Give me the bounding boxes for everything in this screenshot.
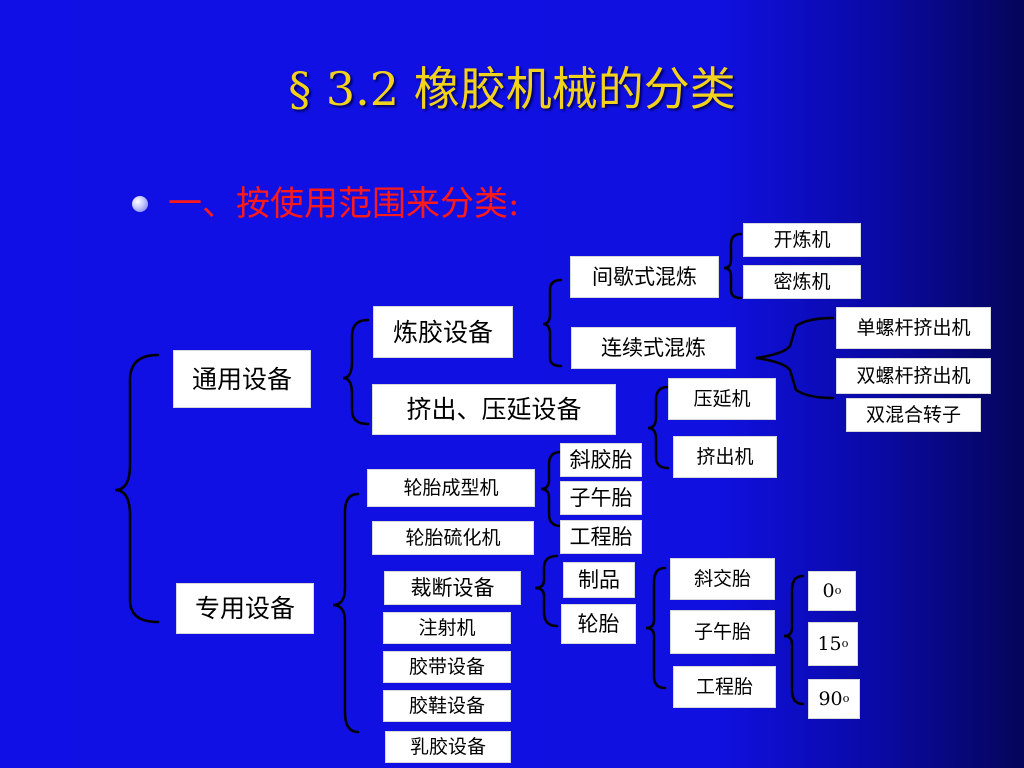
general-equipment-node: 通用设备 bbox=[173, 350, 311, 408]
continuous-mixing-node: 连续式混炼 bbox=[571, 327, 736, 369]
belt-equipment-node: 胶带设备 bbox=[383, 651, 511, 683]
otr-tire-node: 工程胎 bbox=[560, 520, 642, 554]
radial-tire-node: 子午胎 bbox=[560, 481, 642, 515]
internal-mixer-node: 密炼机 bbox=[743, 265, 861, 299]
cutting-brace bbox=[534, 554, 559, 628]
otr-ply-node: 工程胎 bbox=[673, 666, 776, 708]
radial-ply-node: 子午胎 bbox=[670, 610, 775, 654]
tire-former-brace bbox=[540, 450, 563, 528]
tire-building-machine-node: 轮胎成型机 bbox=[367, 469, 535, 507]
mixing-brace bbox=[542, 278, 563, 368]
injection-machine-node: 注射机 bbox=[383, 612, 511, 644]
tire-curing-press-node: 轮胎硫化机 bbox=[372, 521, 534, 555]
extruder-node: 挤出机 bbox=[673, 436, 777, 478]
products-node: 制品 bbox=[563, 562, 635, 598]
single-screw-extruder-node: 单螺杆挤出机 bbox=[836, 307, 991, 349]
bullet-icon bbox=[132, 196, 148, 213]
intermittent-mixing-node: 间歇式混炼 bbox=[570, 256, 719, 298]
bias-tire-node: 斜胶胎 bbox=[560, 443, 642, 477]
subtitle: 一、按使用范围来分类: bbox=[168, 184, 520, 224]
tires-node: 轮胎 bbox=[561, 604, 636, 644]
special-equipment-node: 专用设备 bbox=[176, 583, 314, 634]
extrusion-calendering-node: 挤出、压延设备 bbox=[372, 384, 616, 435]
general-brace bbox=[342, 318, 370, 426]
dual-rotor-mixer-node: 双混合转子 bbox=[846, 398, 981, 432]
latex-equipment-node: 乳胶设备 bbox=[385, 731, 511, 763]
continuous-brace bbox=[755, 316, 835, 400]
angle-brace bbox=[783, 574, 805, 706]
root-brace bbox=[114, 353, 160, 624]
extrusion-brace bbox=[647, 385, 670, 470]
shoe-equipment-node: 胶鞋设备 bbox=[383, 690, 511, 722]
mixing-equipment-node: 炼胶设备 bbox=[373, 306, 513, 358]
calender-node: 压延机 bbox=[668, 378, 776, 420]
open-mill-node: 开炼机 bbox=[743, 223, 861, 257]
tire-ply-brace bbox=[645, 566, 667, 690]
cutting-equipment-node: 裁断设备 bbox=[384, 571, 521, 605]
slide-title: § 3.2 橡胶机械的分类 bbox=[288, 62, 736, 116]
intermittent-brace bbox=[723, 232, 743, 300]
special-brace bbox=[332, 492, 360, 734]
bias-ply-node: 斜交胎 bbox=[670, 558, 775, 600]
twin-screw-extruder-node: 双螺杆挤出机 bbox=[836, 358, 991, 394]
subtitle-row: 一、按使用范围来分类: bbox=[132, 184, 519, 225]
